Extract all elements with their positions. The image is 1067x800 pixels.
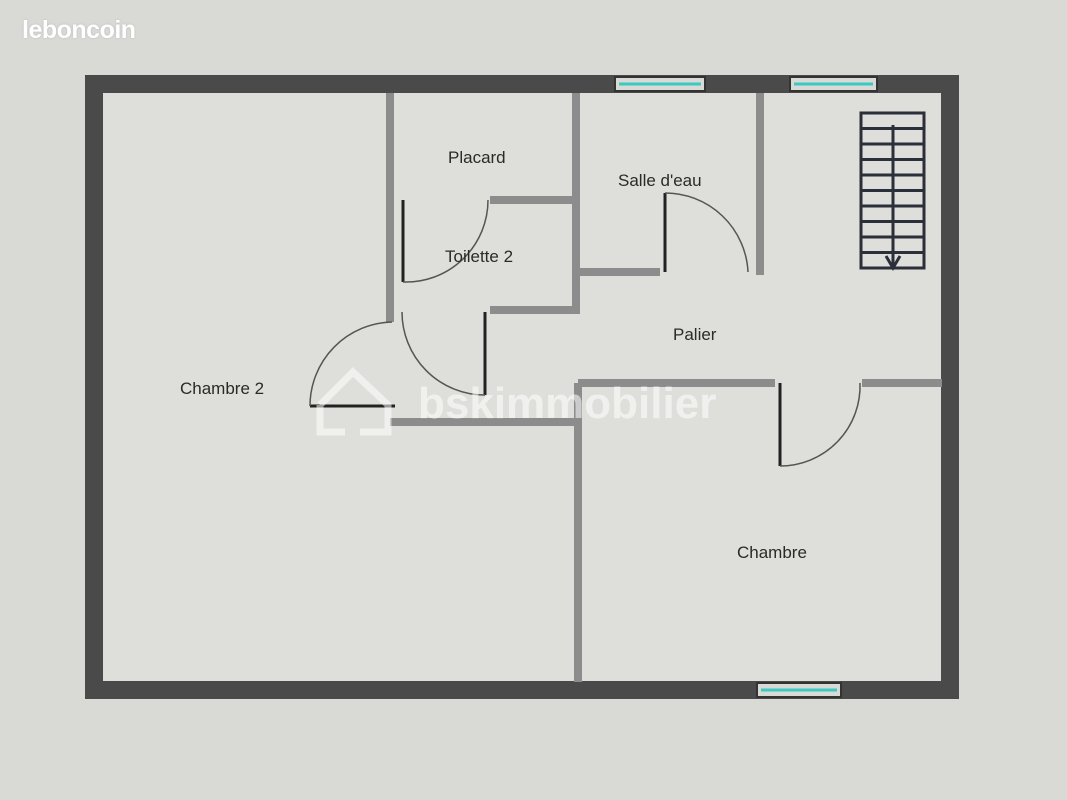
door-toilette	[401, 199, 489, 283]
room-label-chambre: Chambre	[737, 543, 807, 562]
room-label-toilette: Toilette 2	[445, 247, 513, 266]
floor	[94, 85, 950, 690]
leboncoin-logo: leboncoin	[22, 16, 136, 44]
doors	[309, 192, 861, 467]
room-label-chambre2: Chambre 2	[180, 379, 264, 398]
room-label-salle-eau: Salle d'eau	[618, 171, 702, 190]
window-top-2	[789, 76, 878, 92]
watermark-text: bskimmobilier	[418, 379, 716, 428]
watermark: bskimmobilier	[316, 367, 716, 436]
inner-walls	[386, 93, 942, 682]
windows	[614, 76, 878, 698]
house-logo-icon	[316, 367, 392, 436]
room-label-palier: Palier	[673, 325, 717, 344]
door-toilette-lower	[401, 311, 487, 396]
door-chambre2	[309, 321, 395, 408]
window-bottom	[756, 682, 842, 698]
staircase	[859, 111, 926, 271]
door-salle-eau	[663, 192, 749, 273]
door-chambre	[778, 382, 861, 467]
room-label-placard: Placard	[448, 148, 506, 167]
window-top-1	[614, 76, 706, 92]
